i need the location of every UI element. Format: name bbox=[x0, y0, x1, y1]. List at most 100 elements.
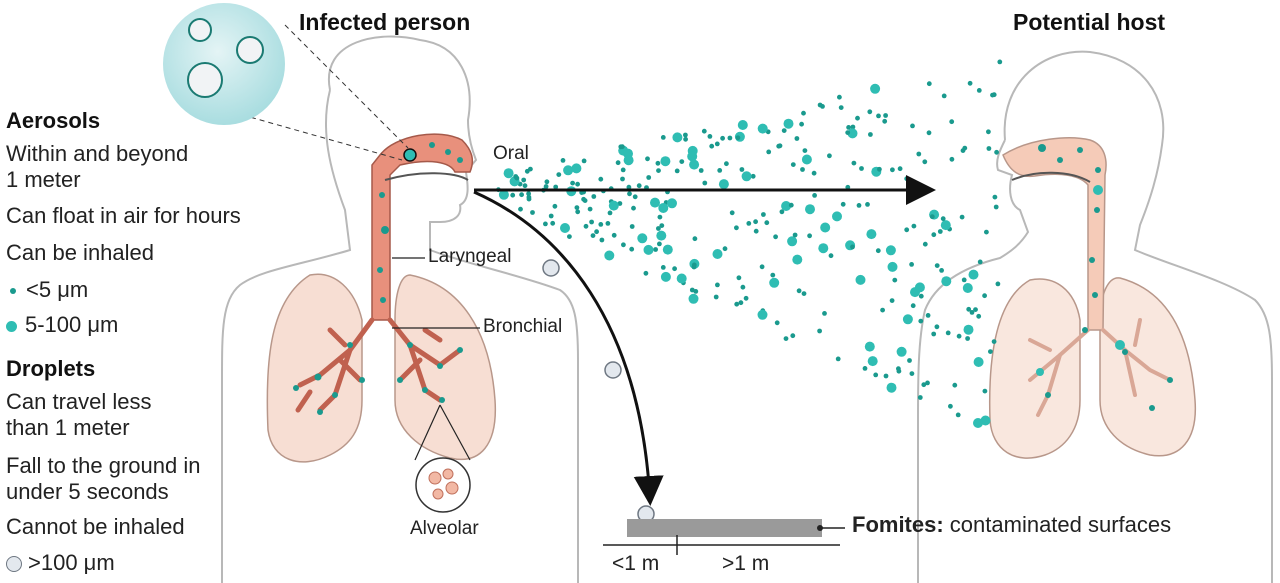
aerosol-particle-medium bbox=[941, 276, 952, 287]
aerosol-particle-medium bbox=[662, 244, 673, 255]
aerosols-line3: Can be inhaled bbox=[6, 240, 155, 265]
virus-icon bbox=[187, 18, 264, 98]
aerosol-particle-small bbox=[822, 311, 827, 316]
aerosol-particle-medium bbox=[560, 223, 570, 233]
aerosol-particle-medium bbox=[973, 418, 983, 428]
aerosol-particle-medium bbox=[672, 132, 683, 143]
aerosols-line1a: Within and beyond bbox=[6, 141, 189, 166]
aerosol-particle-small bbox=[873, 372, 879, 378]
aerosol-particle-small bbox=[567, 234, 572, 240]
aerosol-particle-small bbox=[599, 237, 605, 243]
aerosol-particle-small bbox=[740, 284, 746, 290]
aerosol-particle-small bbox=[759, 264, 765, 270]
aerosol-particle-small bbox=[877, 166, 882, 172]
aerosol-particle-small bbox=[646, 175, 652, 180]
host-lungs bbox=[988, 137, 1197, 459]
fomites-label: Fomites: contaminated surfaces bbox=[852, 512, 1171, 538]
aerosol-particle-small bbox=[969, 310, 975, 315]
airway-label-lines bbox=[392, 257, 480, 461]
aerosol-particle-small bbox=[660, 265, 666, 270]
aerosol-particle-small bbox=[982, 388, 988, 394]
aerosol-particle-small bbox=[892, 277, 898, 283]
aerosol-particle-small bbox=[918, 318, 924, 324]
aerosol-particle-small bbox=[575, 209, 581, 215]
aerosol-particle-small bbox=[714, 141, 720, 147]
laryngeal-label: Laryngeal bbox=[428, 246, 512, 267]
aerosol-particle-small bbox=[988, 349, 993, 354]
aerosol-particle-small bbox=[917, 395, 923, 400]
aerosol-particle-small bbox=[783, 336, 789, 341]
aerosol-particle-small bbox=[779, 209, 785, 215]
aerosol-particle-small bbox=[552, 203, 558, 209]
aerosol-particle-small bbox=[753, 228, 759, 234]
falling-droplets bbox=[542, 259, 655, 523]
aerosol-particle-small bbox=[875, 248, 881, 254]
aerosol-particle-small bbox=[657, 214, 663, 220]
aerosol-particle-small bbox=[986, 146, 992, 151]
aerosol-particle-small bbox=[876, 113, 881, 119]
aerosol-particle-small bbox=[907, 358, 912, 363]
aerosol-particle-medium bbox=[832, 211, 842, 222]
aerosol-particle-small bbox=[792, 232, 798, 238]
aerosol-medium-legend: 5-100 μm bbox=[6, 312, 118, 338]
large-droplet-icon bbox=[6, 556, 22, 573]
aerosol-particle-small bbox=[994, 149, 999, 155]
aerosol-particle-medium bbox=[864, 341, 875, 352]
aerosol-particle-small bbox=[631, 205, 636, 211]
aerosol-particle-small bbox=[840, 201, 846, 207]
aerosol-particle-small bbox=[921, 382, 927, 388]
aerosol-particle-medium bbox=[847, 128, 858, 139]
aerosol-particle-medium bbox=[787, 236, 798, 247]
aerosol-particle-small bbox=[656, 168, 661, 174]
aerosol-particle-small bbox=[801, 291, 807, 296]
fomites-text: contaminated surfaces bbox=[943, 512, 1172, 537]
aerosol-particle-medium bbox=[608, 200, 619, 211]
aerosol-particle-small bbox=[794, 136, 800, 141]
aerosol-particle-small bbox=[575, 181, 580, 187]
aerosol-particle-small bbox=[931, 331, 937, 337]
aerosol-particle-small bbox=[976, 88, 982, 93]
aerosol-particle-small bbox=[904, 227, 910, 233]
aerosol-particle-small bbox=[889, 298, 895, 303]
aerosol-particle-small bbox=[717, 168, 723, 173]
aerosol-particle-small bbox=[937, 229, 943, 234]
aerosol-particle-small bbox=[611, 232, 617, 238]
aerosol-particle-small bbox=[909, 262, 914, 267]
aerosol-particle-small bbox=[984, 229, 989, 235]
aerosol-particle-small bbox=[548, 213, 554, 219]
aerosol-particle-medium bbox=[973, 357, 984, 367]
aerosol-particle-small bbox=[916, 151, 922, 157]
aerosol-particle-small bbox=[553, 184, 559, 190]
aerosol-particle-small bbox=[929, 214, 935, 220]
aerosol-particle-medium bbox=[676, 273, 687, 284]
aerosol-particle-small bbox=[997, 59, 1003, 65]
aerosol-particle-small bbox=[800, 167, 805, 172]
aerosol-particle-medium bbox=[870, 83, 881, 94]
aerosol-particle-small bbox=[544, 179, 550, 185]
aerosol-particle-small bbox=[713, 294, 719, 300]
oral-label: Oral bbox=[493, 143, 529, 164]
aerosol-particle-small bbox=[587, 206, 593, 212]
aerosol-particle-small bbox=[790, 162, 796, 168]
aerosol-particle-small bbox=[966, 306, 972, 312]
aerosol-particle-small bbox=[659, 223, 665, 229]
aerosol-particle-small bbox=[526, 194, 532, 200]
aerosol-particle-medium bbox=[660, 156, 671, 167]
aerosol-particle-medium bbox=[503, 168, 514, 179]
bronchial-label: Bronchial bbox=[483, 316, 563, 337]
aerosol-particle-small bbox=[674, 168, 680, 174]
aerosol-cloud bbox=[496, 59, 1003, 428]
aerosol-particle-medium bbox=[687, 151, 698, 162]
droplets-line1b: than 1 meter bbox=[6, 415, 130, 440]
aerosol-particle-small bbox=[838, 105, 844, 110]
aerosol-particle-small bbox=[526, 191, 531, 197]
aerosol-particle-medium bbox=[718, 179, 729, 190]
aerosol-particle-small bbox=[598, 176, 604, 182]
aerosol-particle-small bbox=[976, 313, 982, 319]
aerosol-particle-medium bbox=[801, 154, 812, 165]
aerosol-particle-small bbox=[543, 221, 548, 227]
aerosol-particle-small bbox=[890, 167, 895, 173]
aerosol-particle-medium bbox=[737, 120, 748, 130]
aerosol-particle-small bbox=[594, 229, 599, 235]
